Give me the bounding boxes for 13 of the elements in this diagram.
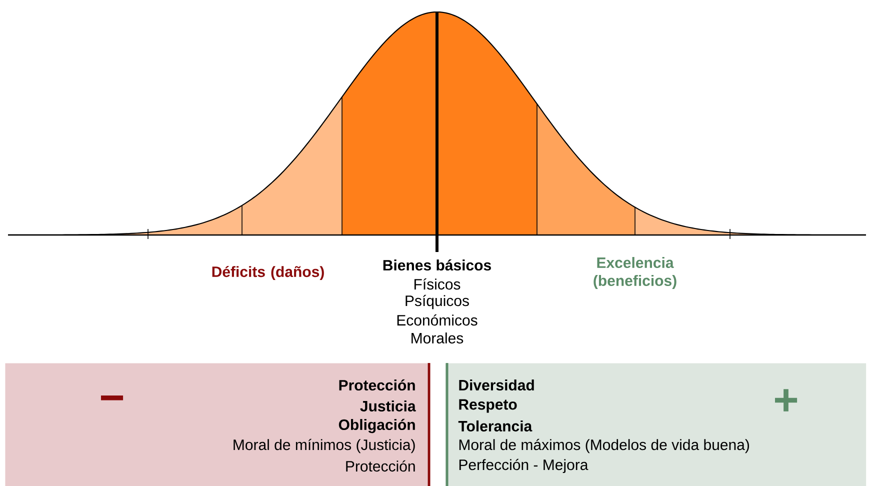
axis-label: Morales	[412, 332, 464, 344]
panel-text: Perfección - Mejora	[459, 458, 588, 474]
axis-label: Físicos	[414, 278, 460, 290]
axis-label: Déficits (daños)	[212, 266, 324, 280]
plus-sign: +	[775, 389, 798, 412]
axis-label: Psíquicos	[406, 294, 469, 310]
panel-text: Diversidad	[459, 379, 534, 390]
axis-label: Económicos	[397, 314, 478, 326]
panel-text: Tolerancia	[458, 420, 532, 432]
panel-text: Moral de máximos (Modelos de vida buena)	[459, 438, 749, 454]
panel-text: Respeto	[459, 399, 517, 413]
axis-label: Bienes básicos	[383, 259, 491, 271]
axis-label: Excelencia (beneficios)	[594, 257, 676, 289]
